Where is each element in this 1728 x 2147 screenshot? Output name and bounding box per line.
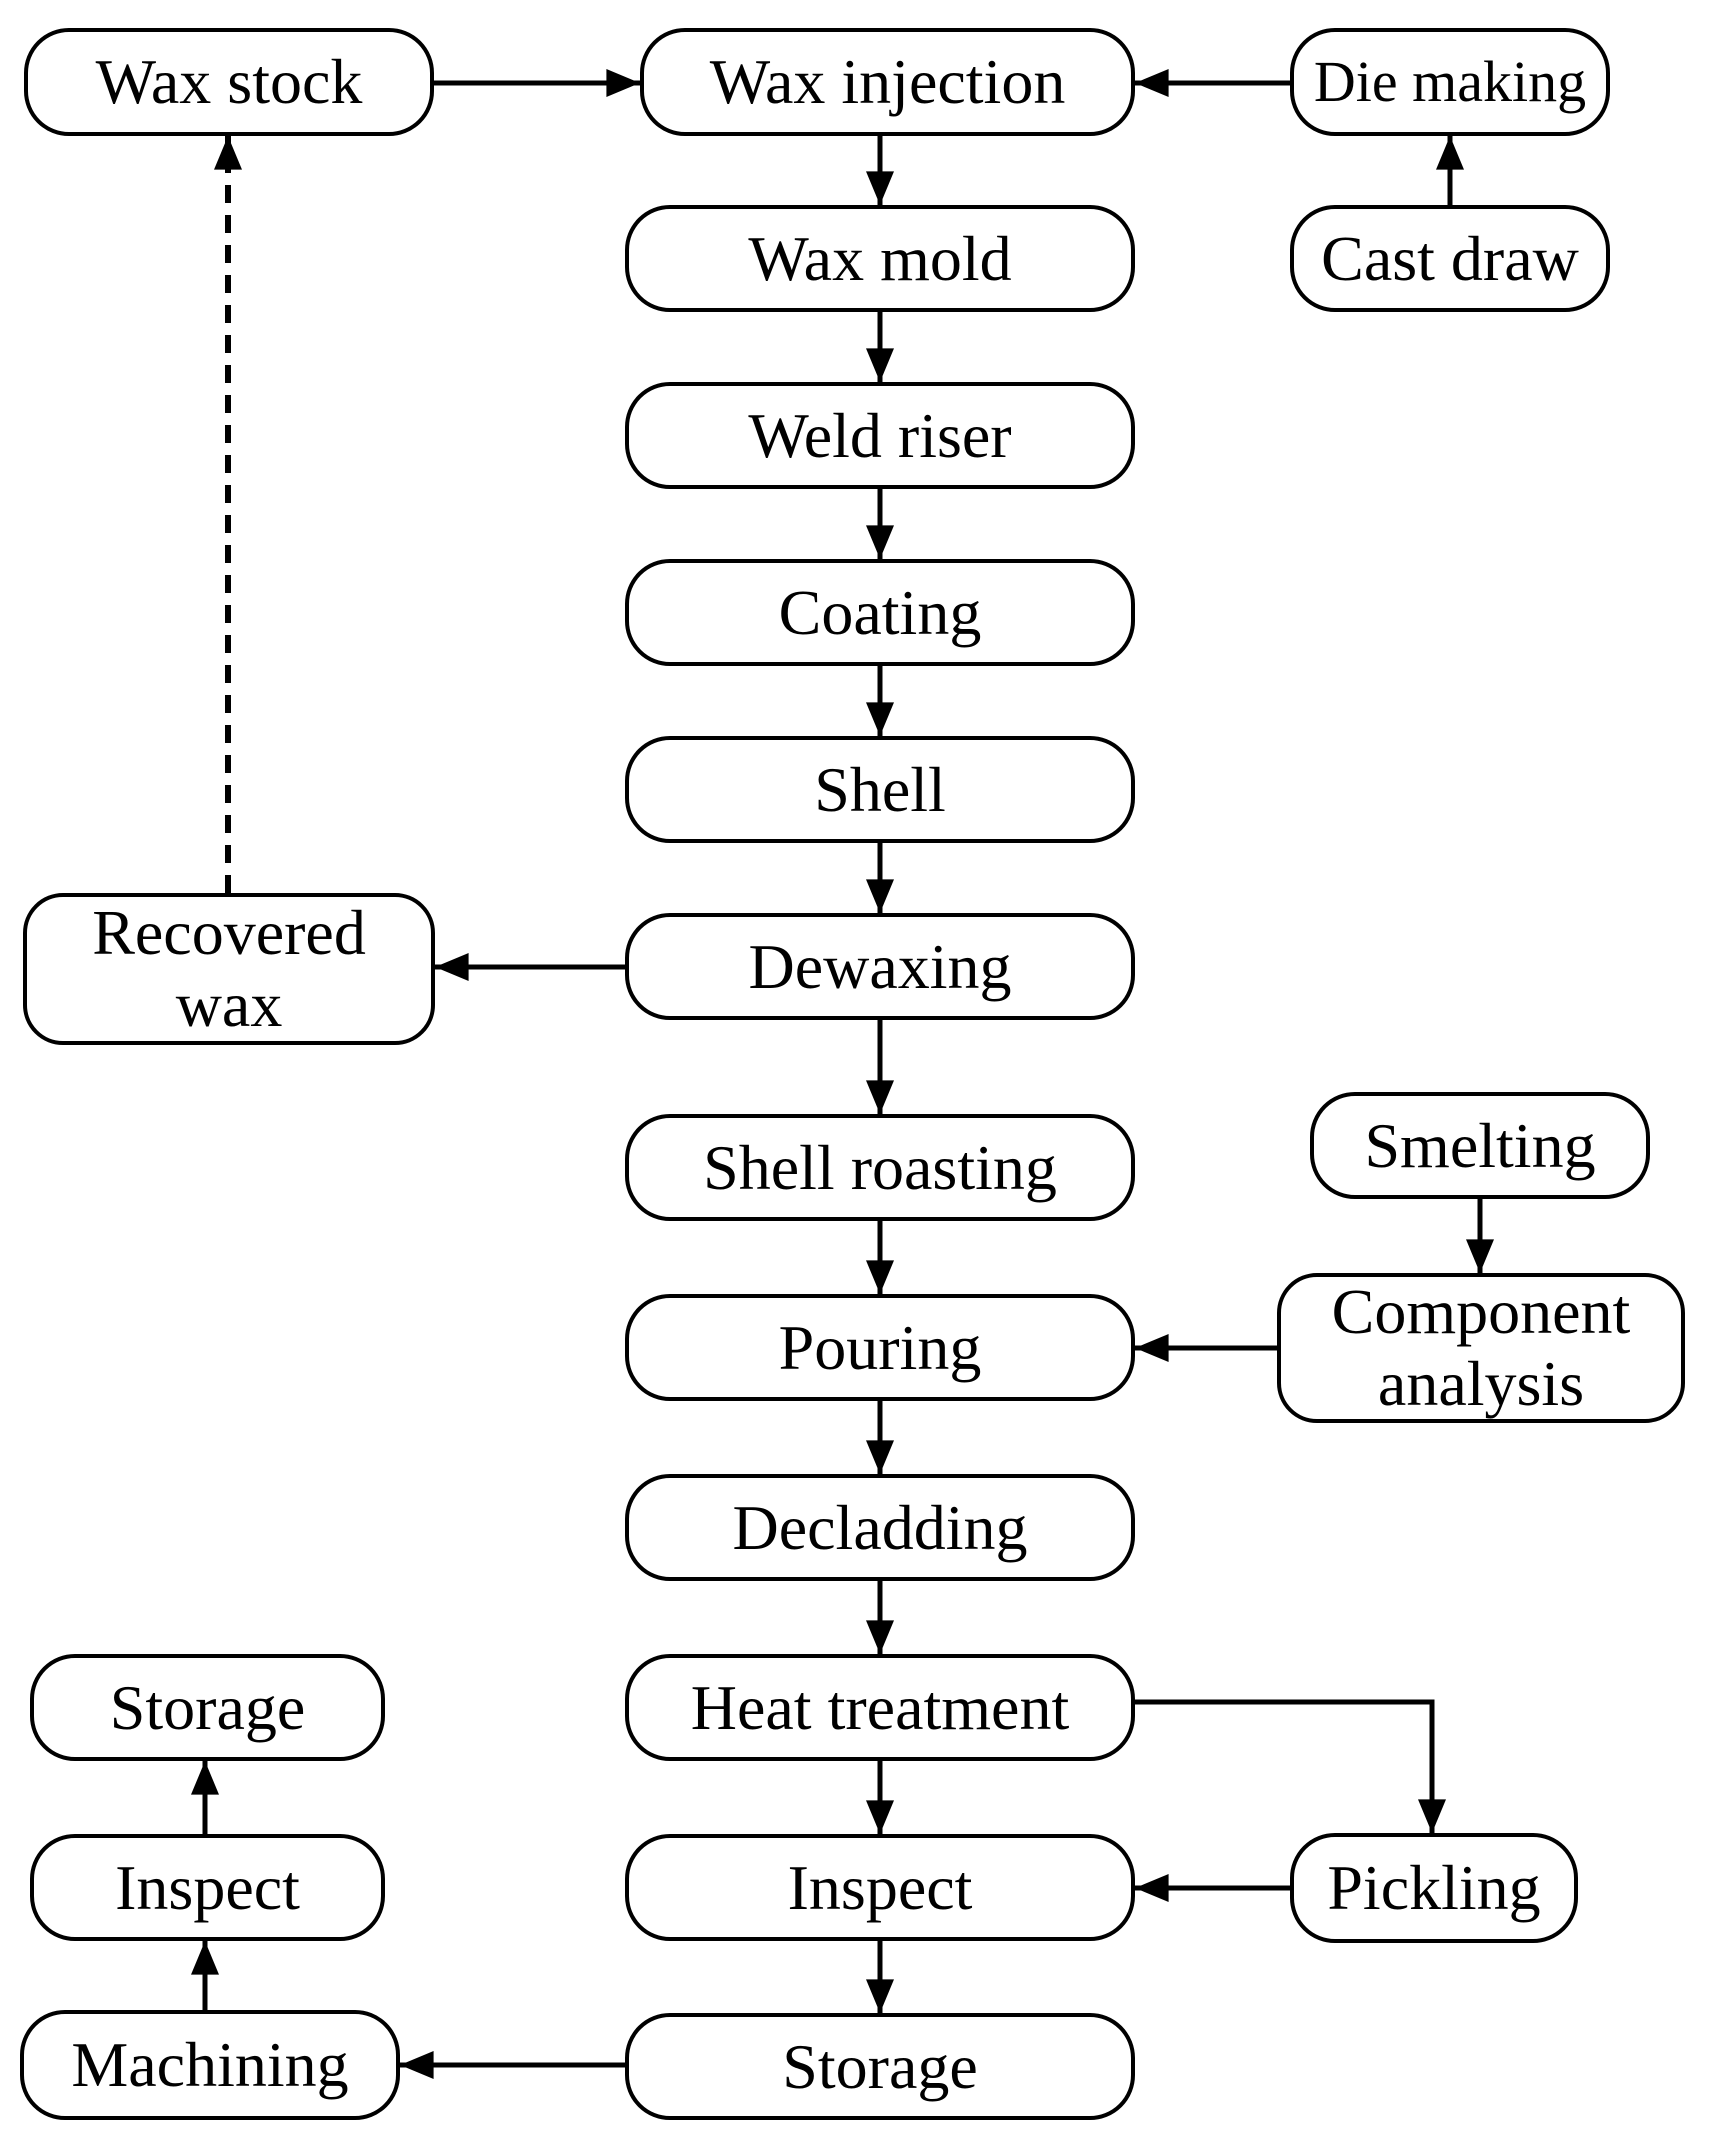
node-label: Storage	[109, 1671, 306, 1743]
node-label: Shell roasting	[703, 1131, 1057, 1203]
node-label: Wax mold	[748, 222, 1012, 294]
node-machining: Machining	[20, 2010, 400, 2120]
node-weld-riser: Weld riser	[625, 382, 1135, 489]
node-label: Smelting	[1364, 1109, 1596, 1181]
node-wax-mold: Wax mold	[625, 205, 1135, 312]
node-label-line2: analysis	[1377, 1348, 1585, 1419]
node-inspect-left: Inspect	[30, 1834, 385, 1941]
node-label: Wax injection	[709, 46, 1066, 117]
node-wax-injection: Wax injection	[640, 28, 1135, 136]
node-cast-draw: Cast draw	[1290, 205, 1610, 312]
node-label: Inspect	[115, 1851, 300, 1923]
node-label-line1: Recovered	[92, 897, 366, 968]
node-storage-center: Storage	[625, 2013, 1135, 2120]
node-label: Machining	[71, 2029, 349, 2100]
node-recovered-wax: Recovered wax	[23, 893, 435, 1045]
node-label: Inspect	[787, 1851, 973, 1923]
arrow-heat-treatment-to-pickling	[1135, 1699, 1446, 1833]
node-pickling: Pickling	[1290, 1833, 1578, 1943]
node-heat-treatment: Heat treatment	[625, 1654, 1135, 1761]
node-label: Weld riser	[748, 399, 1012, 471]
node-component-analysis: Component analysis	[1277, 1273, 1685, 1423]
node-label-line2: wax	[175, 969, 283, 1040]
node-label: Pouring	[778, 1311, 982, 1383]
node-shell: Shell	[625, 736, 1135, 843]
node-label: Coating	[778, 576, 982, 648]
node-label: Die making	[1313, 49, 1587, 114]
node-pouring: Pouring	[625, 1294, 1135, 1401]
node-label: Dewaxing	[748, 930, 1012, 1002]
node-inspect-center: Inspect	[625, 1834, 1135, 1941]
node-die-making: Die making	[1290, 28, 1610, 136]
node-label: Shell	[814, 753, 946, 825]
node-shell-roasting: Shell roasting	[625, 1114, 1135, 1221]
node-label: Pickling	[1327, 1852, 1541, 1923]
node-label: Wax stock	[95, 46, 363, 117]
node-label-line1: Component	[1331, 1276, 1631, 1347]
node-label: Cast draw	[1321, 222, 1579, 294]
node-label: Heat treatment	[690, 1671, 1070, 1743]
node-wax-stock: Wax stock	[24, 28, 434, 136]
node-label: Decladding	[732, 1491, 1028, 1563]
node-coating: Coating	[625, 559, 1135, 666]
node-smelting: Smelting	[1310, 1092, 1650, 1199]
node-storage-left: Storage	[30, 1654, 385, 1761]
node-decladding: Decladding	[625, 1474, 1135, 1581]
node-label: Storage	[782, 2030, 978, 2102]
node-dewaxing: Dewaxing	[625, 913, 1135, 1020]
